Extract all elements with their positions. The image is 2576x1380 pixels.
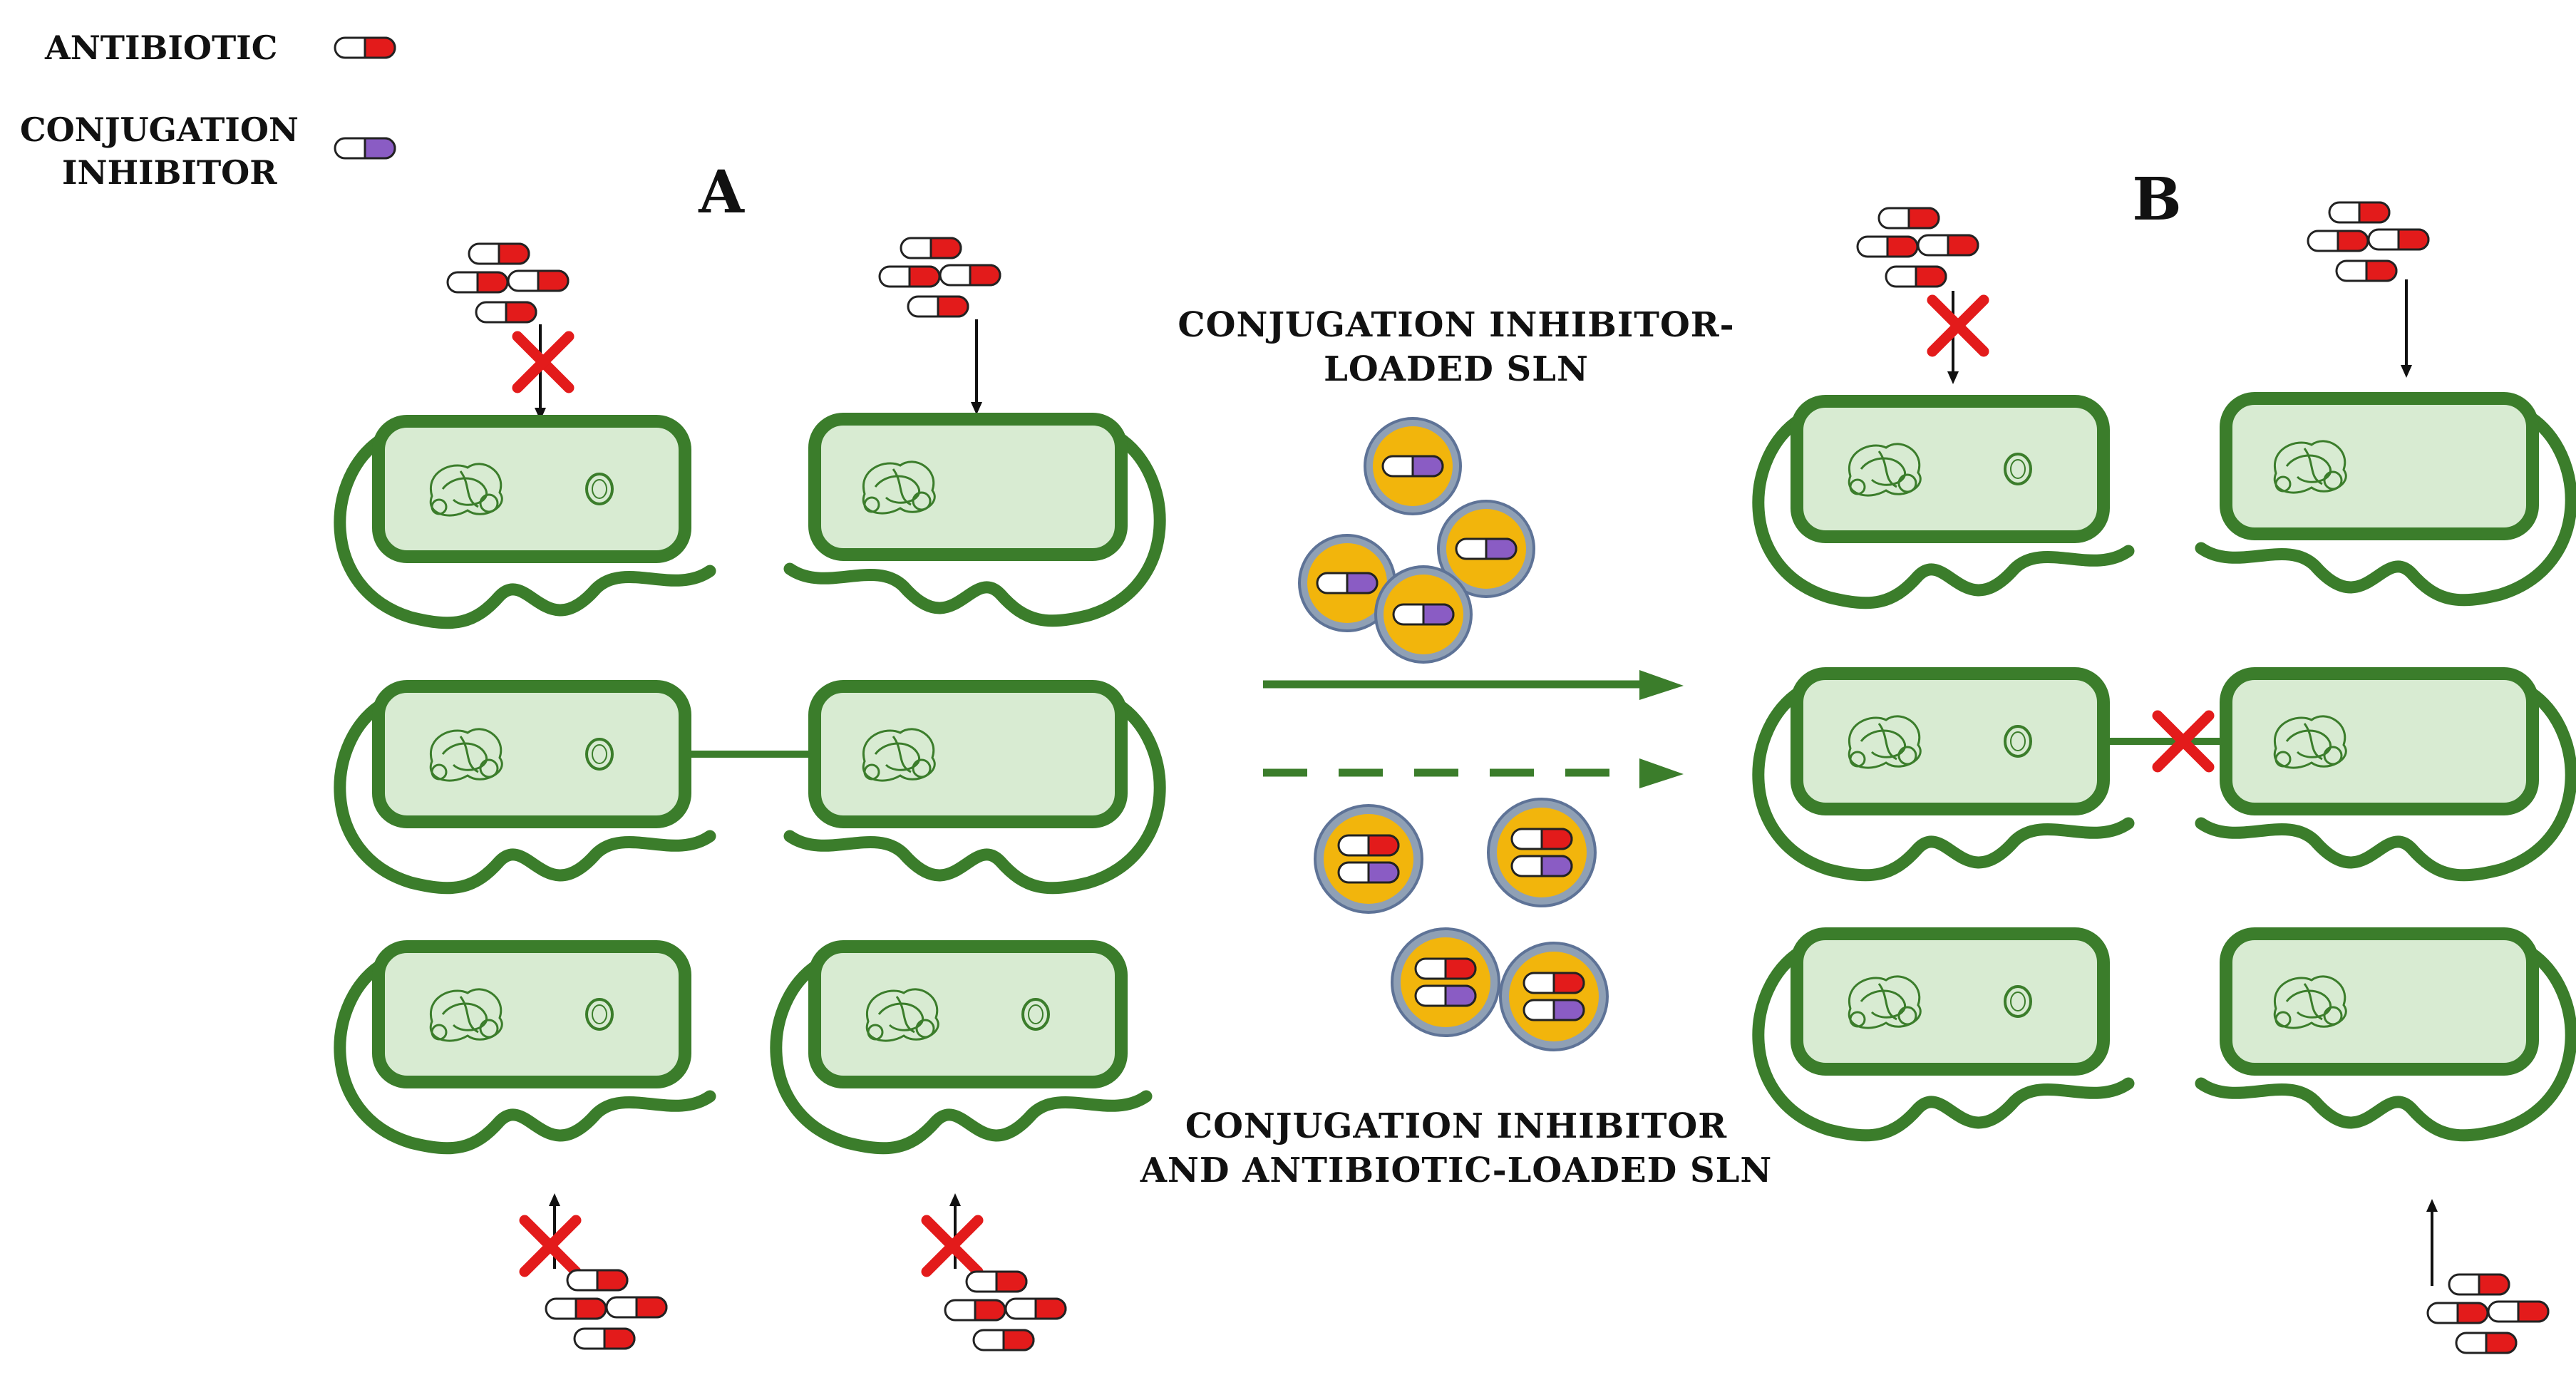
legend-antibiotic-label: ANTIBIOTIC xyxy=(44,29,277,67)
antibiotic-pill-cluster xyxy=(1858,208,1978,287)
bacterium-with-plasmid xyxy=(340,421,710,623)
bacterium-with-plasmid xyxy=(1758,674,2128,875)
inhibitor-nanoparticle xyxy=(1365,418,1460,514)
legend: ANTIBIOTIC CONJUGATION INHIBITOR xyxy=(20,29,396,192)
bacterium-with-plasmid xyxy=(1758,934,2128,1136)
panel-b-label: B xyxy=(2132,165,2181,234)
antibiotic-pill-cluster xyxy=(880,238,1000,316)
combo-nanoparticle xyxy=(1488,799,1595,906)
arrow-head-icon xyxy=(1947,371,1959,384)
block-x-icon xyxy=(525,1220,576,1272)
antibiotic-pill-cluster xyxy=(2308,202,2428,281)
arrow-head-icon xyxy=(549,1193,560,1206)
legend-inhibitor-label-line1: CONJUGATION xyxy=(20,110,299,149)
block-x-icon xyxy=(927,1220,978,1272)
block-x-icon xyxy=(517,336,569,388)
antibiotic-pill-cluster xyxy=(448,244,568,322)
combo-nanoparticle xyxy=(1315,805,1422,912)
arrow-head-icon xyxy=(1639,758,1684,788)
bacterium-without-plasmid xyxy=(2201,674,2571,875)
block-x-icon xyxy=(1932,300,1984,351)
panel-a-label: A xyxy=(698,158,745,227)
panel-a xyxy=(340,238,1160,1350)
combo-sln-caption-line2: AND ANTIBIOTIC-LOADED SLN xyxy=(1140,1150,1773,1190)
bacterium-without-plasmid xyxy=(2201,398,2571,600)
arrow-head-icon xyxy=(949,1193,961,1206)
inhibitor-capsule-icon xyxy=(334,137,396,160)
antibiotic-pill-cluster xyxy=(2428,1275,2548,1353)
bacterium-with-plasmid xyxy=(340,686,710,888)
inhibitor-sln-caption-line1: CONJUGATION INHIBITOR- xyxy=(1178,305,1734,345)
arrow-head-icon xyxy=(2426,1199,2438,1212)
arrow-head-icon xyxy=(971,402,982,415)
combo-sln-caption-line1: CONJUGATION INHIBITOR xyxy=(1185,1106,1727,1146)
bacterium-with-plasmid xyxy=(776,947,1146,1148)
bacterium-with-plasmid xyxy=(340,947,710,1148)
antibiotic-pill-cluster xyxy=(945,1272,1066,1350)
arrow-head-icon xyxy=(2401,365,2412,378)
antibiotic-pill-cluster xyxy=(546,1270,666,1349)
bacterium-without-plasmid xyxy=(2201,934,2571,1136)
bacterium-without-plasmid xyxy=(790,686,1160,888)
arrow-head-icon xyxy=(1639,670,1684,700)
treatment-section: CONJUGATION INHIBITOR- LOADED SLN CONJUG… xyxy=(1140,305,1773,1190)
arrow-head-icon xyxy=(535,408,546,421)
inhibitor-nanoparticle xyxy=(1376,567,1471,662)
combo-nanoparticle xyxy=(1392,929,1499,1036)
panel-b xyxy=(1758,202,2571,1353)
bacterium-without-plasmid xyxy=(790,419,1160,621)
legend-inhibitor-label-line2: INHIBITOR xyxy=(62,153,277,192)
combo-nanoparticle xyxy=(1500,943,1607,1050)
bacterium-with-plasmid xyxy=(1758,401,2128,603)
inhibitor-sln-caption-line2: LOADED SLN xyxy=(1324,349,1589,389)
antibiotic-capsule-icon xyxy=(334,36,396,59)
